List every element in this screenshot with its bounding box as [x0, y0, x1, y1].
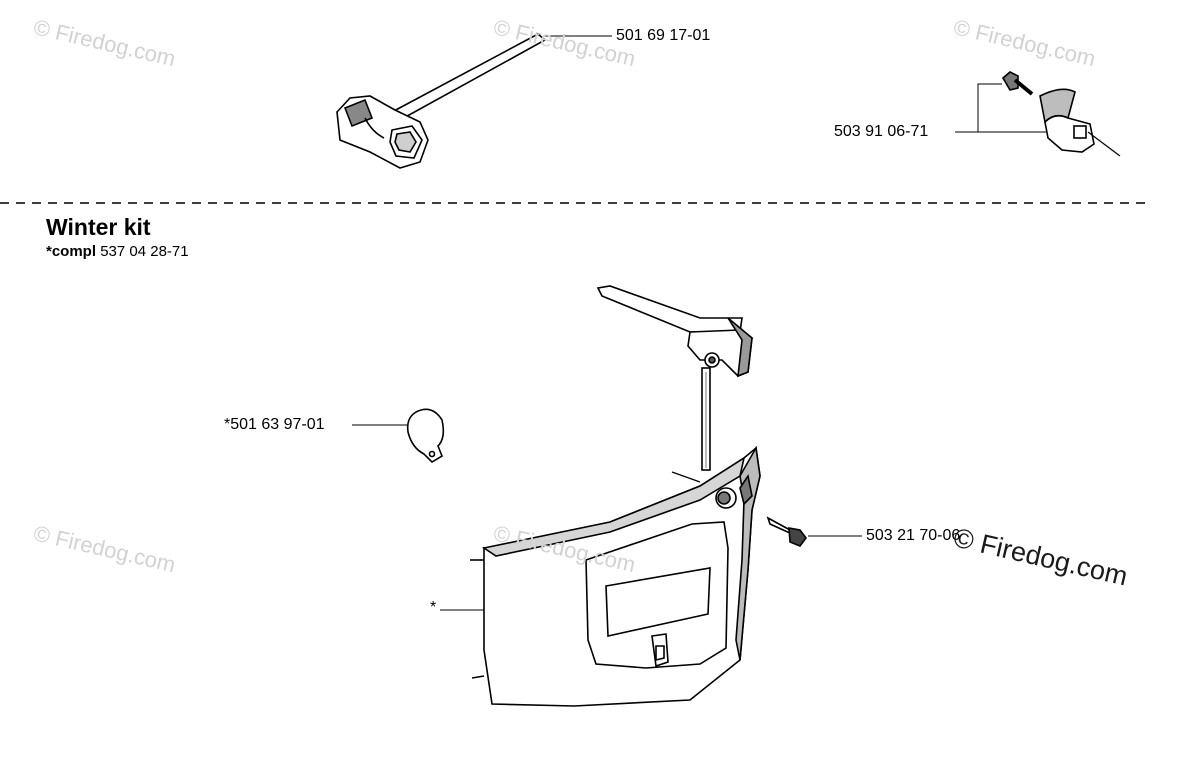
part-label-socket-wrench: 501 69 17-01	[616, 27, 711, 44]
cover-disc-drawing	[406, 408, 445, 464]
compl-number: 537 04 28-71	[100, 243, 189, 260]
part-label-screw: 503 21 70-06	[866, 527, 961, 544]
lever-drawing	[596, 285, 753, 471]
section-compl-number: *compl 537 04 28-71	[46, 244, 189, 259]
socket-wrench-drawing	[336, 33, 547, 169]
screw-drawing	[766, 516, 807, 547]
part-label-cover-disc: *501 63 97-01	[224, 416, 325, 433]
part-label-winter-cover: *	[430, 599, 437, 616]
compl-prefix: *compl	[46, 243, 97, 260]
chain-tensioner-drawing	[1001, 71, 1121, 157]
leader-chain-tensioner	[955, 83, 1046, 133]
part-label-chain-tensioner: 503 91 06-71	[834, 123, 929, 140]
winter-cover-drawing	[470, 445, 761, 707]
section-title: Winter kit	[46, 214, 151, 240]
